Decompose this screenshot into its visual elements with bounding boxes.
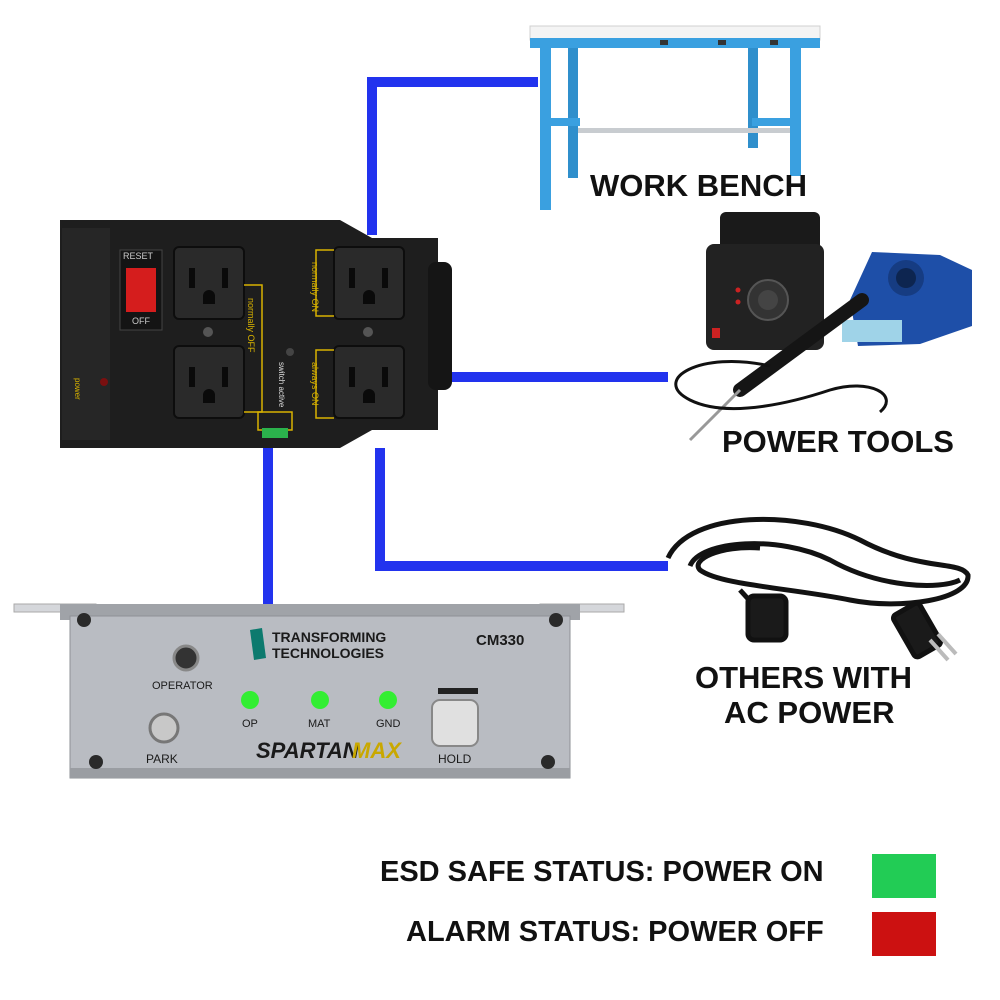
reset-label: RESET bbox=[123, 251, 154, 261]
legend-esd-safe-swatch bbox=[872, 854, 936, 898]
wires bbox=[263, 77, 668, 604]
led-op bbox=[241, 691, 259, 709]
led-mat bbox=[311, 691, 329, 709]
power-tools-label: POWER TOOLS bbox=[722, 424, 954, 459]
always-on-label: always ON bbox=[310, 362, 320, 406]
power-label: power bbox=[73, 378, 82, 400]
off-label: OFF bbox=[132, 316, 150, 326]
outlet-normally-off-2 bbox=[173, 345, 245, 419]
switch-active-label: switch active bbox=[277, 362, 286, 408]
spartan-logo-word: SPARTAN bbox=[256, 738, 359, 763]
park-label: PARK bbox=[146, 752, 178, 766]
cm330-monitor bbox=[13, 603, 625, 779]
legend-esd-safe-text: ESD SAFE STATUS: POWER ON bbox=[380, 856, 824, 888]
normally-off-label: normally OFF bbox=[246, 298, 256, 353]
normally-on-label: normally ON bbox=[310, 262, 320, 313]
outlet-always-on bbox=[333, 345, 405, 419]
gnd-label: GND bbox=[376, 718, 401, 730]
op-label: OP bbox=[242, 718, 258, 730]
operator-jack bbox=[172, 644, 200, 672]
legend-alarm-swatch bbox=[872, 912, 936, 956]
outlet-normally-off-1 bbox=[173, 246, 245, 320]
others-label-line1: OTHERS WITH bbox=[695, 660, 912, 695]
work-bench-illustration bbox=[529, 25, 821, 210]
led-gnd bbox=[379, 691, 397, 709]
max-logo-word: MAX bbox=[352, 738, 401, 763]
operator-label: OPERATOR bbox=[152, 680, 213, 692]
hold-label: HOLD bbox=[438, 752, 472, 766]
work-bench-label: WORK BENCH bbox=[590, 168, 807, 203]
hold-button-face bbox=[431, 699, 479, 747]
ac-power-cord-illustration bbox=[665, 516, 971, 662]
mat-label: MAT bbox=[308, 718, 331, 730]
brand-line2: TECHNOLOGIES bbox=[272, 645, 385, 661]
power-strip bbox=[60, 220, 452, 448]
brand-line1: TRANSFORMING bbox=[272, 629, 387, 645]
legend-alarm-text: ALARM STATUS: POWER OFF bbox=[406, 916, 824, 948]
power-indicator-led bbox=[100, 378, 108, 386]
park-button-knob bbox=[148, 712, 180, 744]
outlet-normally-on bbox=[333, 246, 405, 320]
wire-to-work-bench bbox=[367, 77, 538, 235]
soldering-station-illustration bbox=[674, 212, 972, 442]
reset-switch[interactable] bbox=[126, 268, 156, 312]
others-label-line2: AC POWER bbox=[724, 695, 895, 730]
model-label: CM330 bbox=[476, 632, 525, 649]
wire-to-ac-power bbox=[375, 448, 668, 571]
